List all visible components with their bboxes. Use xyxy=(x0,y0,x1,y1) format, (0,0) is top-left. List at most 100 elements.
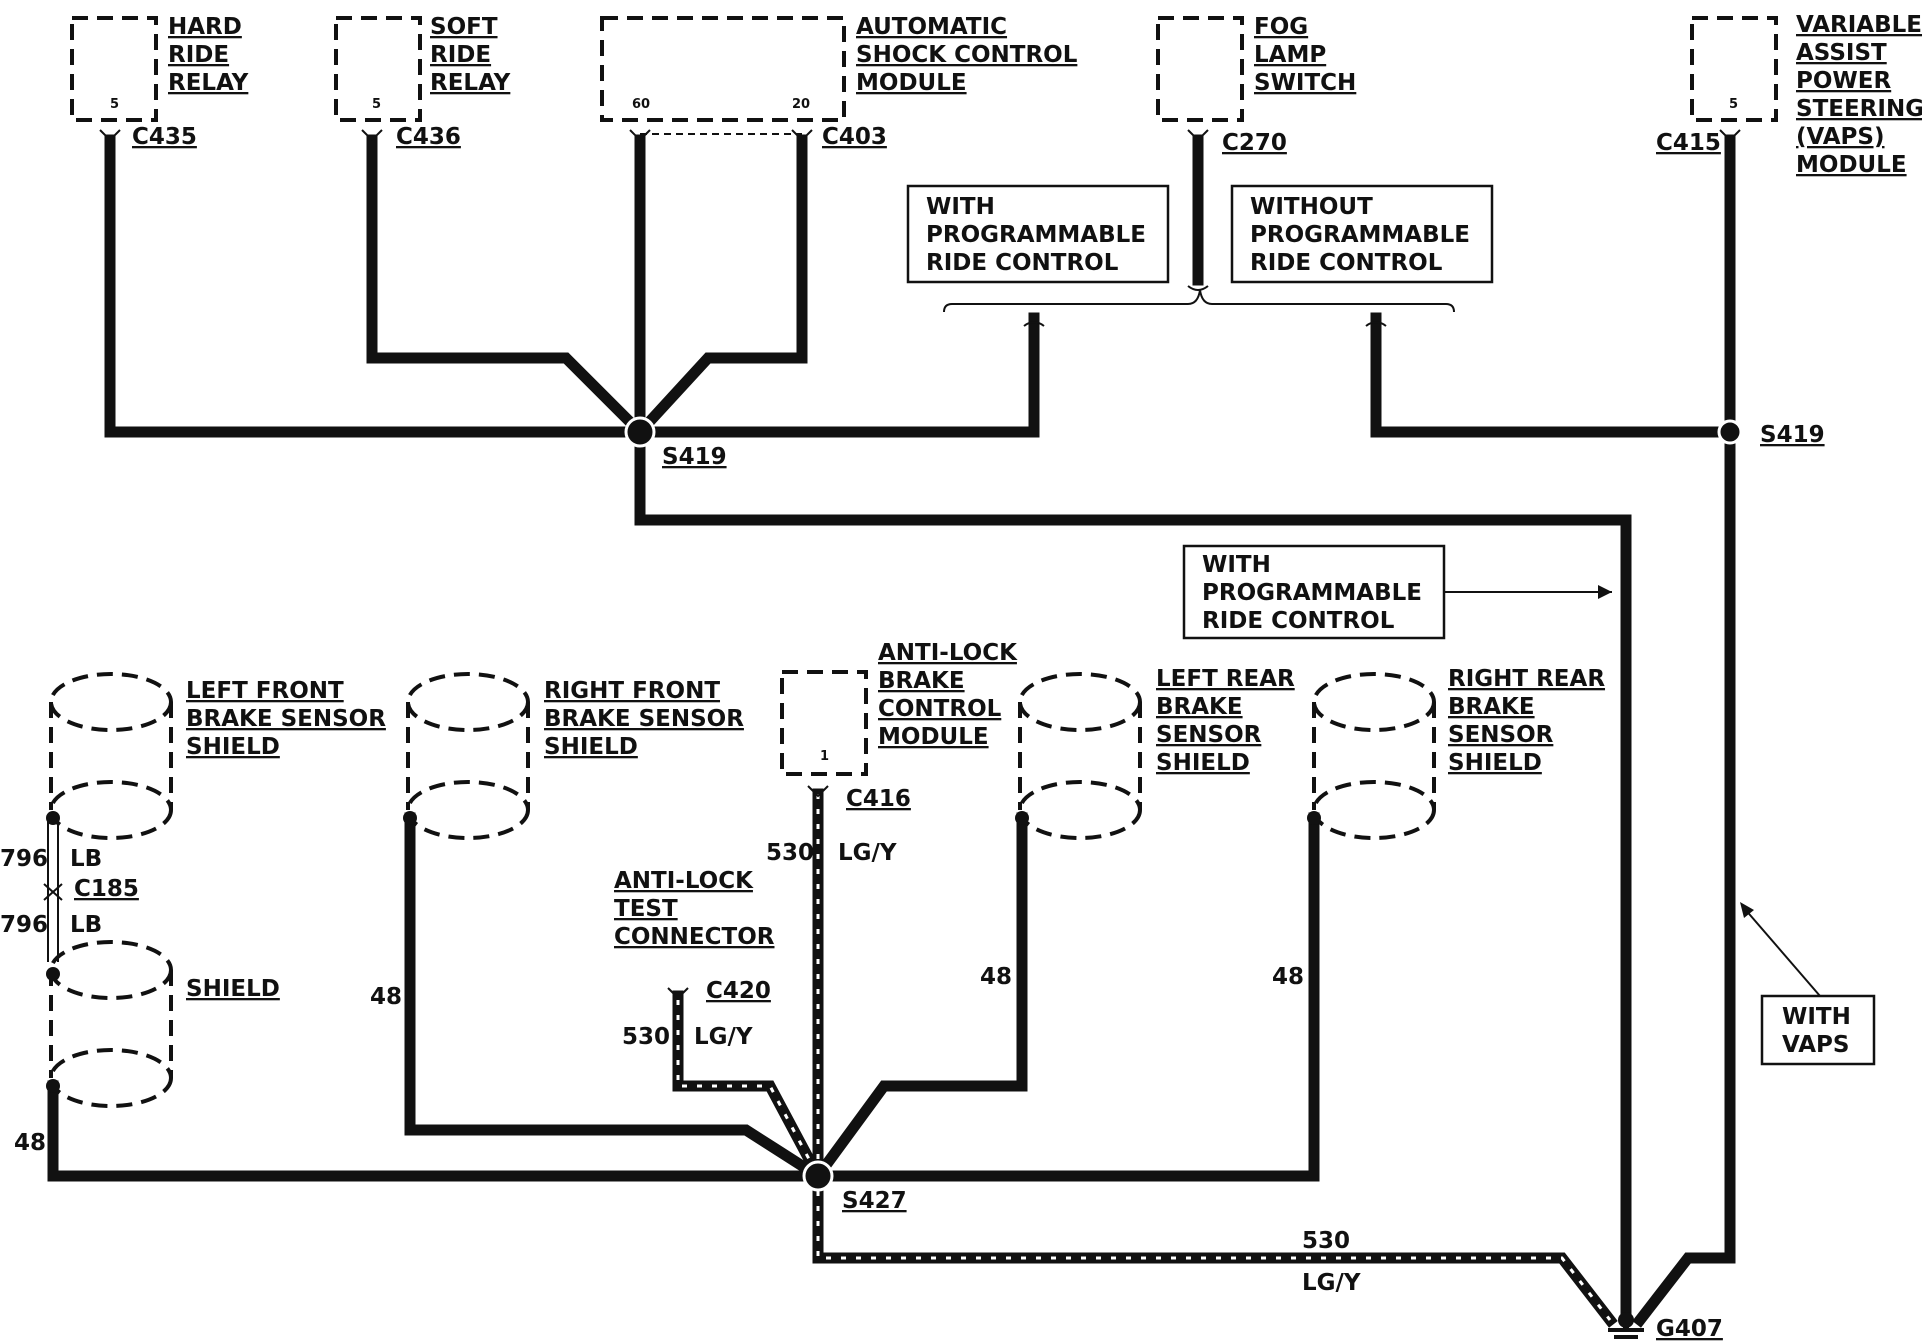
svg-text:CONNECTOR: CONNECTOR xyxy=(614,924,775,950)
svg-text:ANTI-LOCK: ANTI-LOCK xyxy=(614,868,754,894)
svg-text:RIDE CONTROL: RIDE CONTROL xyxy=(1250,250,1443,276)
svg-text:ANTI-LOCK: ANTI-LOCK xyxy=(878,640,1018,666)
svg-text:48: 48 xyxy=(980,964,1012,990)
svg-text:SHIELD: SHIELD xyxy=(1448,750,1542,776)
svg-text:48: 48 xyxy=(370,984,402,1010)
splice-s427: S427 xyxy=(802,1160,907,1214)
ground-g407: G407 xyxy=(1608,1312,1723,1342)
lr-brake-sensor-shield: LEFT REAR BRAKE SENSOR SHIELD xyxy=(1018,666,1295,840)
svg-text:SWITCH: SWITCH xyxy=(1254,70,1356,96)
svg-text:HARD: HARD xyxy=(168,14,242,40)
svg-text:WITH: WITH xyxy=(926,194,995,220)
note-with-programmable-mid: WITH PROGRAMMABLE RIDE CONTROL xyxy=(1182,544,1612,640)
wire-labels: 796 LB C185 796 LB 48 48 48 48 530 LG/Y … xyxy=(0,840,1361,1296)
svg-text:POWER: POWER xyxy=(1796,68,1891,94)
svg-text:BRAKE SENSOR: BRAKE SENSOR xyxy=(544,706,744,732)
svg-text:G407: G407 xyxy=(1656,1316,1723,1342)
connector-c435-label: C435 xyxy=(132,124,197,150)
svg-text:(VAPS): (VAPS) xyxy=(1796,124,1885,150)
svg-text:RIDE CONTROL: RIDE CONTROL xyxy=(1202,608,1395,634)
svg-text:SHOCK CONTROL: SHOCK CONTROL xyxy=(856,42,1078,68)
svg-text:796: 796 xyxy=(0,912,48,938)
svg-text:BRAKE: BRAKE xyxy=(1156,694,1243,720)
svg-text:SENSOR: SENSOR xyxy=(1156,722,1262,748)
svg-text:AUTOMATIC: AUTOMATIC xyxy=(856,14,1007,40)
svg-text:MODULE: MODULE xyxy=(856,70,967,96)
svg-text:BRAKE SENSOR: BRAKE SENSOR xyxy=(186,706,386,732)
lower-wiring xyxy=(43,785,1618,1328)
svg-text:BRAKE: BRAKE xyxy=(878,668,965,694)
svg-text:SENSOR: SENSOR xyxy=(1448,722,1554,748)
svg-text:PROGRAMMABLE: PROGRAMMABLE xyxy=(1250,222,1470,248)
svg-text:WITH: WITH xyxy=(1202,552,1271,578)
svg-text:STEERING: STEERING xyxy=(1796,96,1922,122)
connector-forks xyxy=(99,129,1741,327)
connector-c416-label: C416 xyxy=(846,786,911,812)
svg-text:CONTROL: CONTROL xyxy=(878,696,1002,722)
svg-text:LG/Y: LG/Y xyxy=(694,1024,753,1050)
svg-text:LEFT REAR: LEFT REAR xyxy=(1156,666,1295,692)
svg-text:LB: LB xyxy=(70,846,102,872)
svg-text:RELAY: RELAY xyxy=(430,70,511,96)
svg-text:SHIELD: SHIELD xyxy=(186,734,280,760)
svg-text:SHIELD: SHIELD xyxy=(544,734,638,760)
svg-text:VARIABLE: VARIABLE xyxy=(1796,12,1922,38)
automatic-shock-control-module: 60 20 AUTOMATIC SHOCK CONTROL MODULE C40… xyxy=(600,14,1078,150)
svg-text:48: 48 xyxy=(1272,964,1304,990)
note-without-programmable: WITHOUT PROGRAMMABLE RIDE CONTROL xyxy=(1230,184,1494,284)
connector-c415-label: C415 xyxy=(1656,130,1721,156)
svg-text:S419: S419 xyxy=(1760,422,1825,448)
note-with-programmable-top: WITH PROGRAMMABLE RIDE CONTROL xyxy=(906,184,1170,284)
svg-text:RIDE CONTROL: RIDE CONTROL xyxy=(926,250,1119,276)
svg-text:ASSIST: ASSIST xyxy=(1796,40,1887,66)
hard-ride-relay: 5 HARD RIDE RELAY C435 xyxy=(70,14,249,150)
svg-text:48: 48 xyxy=(14,1130,46,1156)
svg-text:5: 5 xyxy=(110,97,119,112)
svg-text:BRAKE: BRAKE xyxy=(1448,694,1535,720)
fog-lamp-switch: FOG LAMP SWITCH C270 xyxy=(1156,14,1356,156)
svg-text:530: 530 xyxy=(766,840,814,866)
svg-text:WITHOUT: WITHOUT xyxy=(1250,194,1373,220)
svg-text:5: 5 xyxy=(372,97,381,112)
svg-text:796: 796 xyxy=(0,846,48,872)
svg-text:TEST: TEST xyxy=(614,896,678,922)
splice-s419-right: S419 xyxy=(1717,419,1825,448)
svg-text:RIDE: RIDE xyxy=(430,42,491,68)
svg-text:FOG: FOG xyxy=(1254,14,1308,40)
svg-text:60: 60 xyxy=(632,97,650,112)
svg-text:VAPS: VAPS xyxy=(1782,1032,1849,1058)
svg-text:LEFT FRONT: LEFT FRONT xyxy=(186,678,344,704)
svg-text:20: 20 xyxy=(792,97,810,112)
svg-text:530: 530 xyxy=(1302,1228,1350,1254)
svg-text:RIGHT FRONT: RIGHT FRONT xyxy=(544,678,720,704)
svg-text:RIDE: RIDE xyxy=(168,42,229,68)
note-with-vaps: WITH VAPS xyxy=(1740,902,1876,1066)
connector-c270-label: C270 xyxy=(1222,130,1287,156)
connector-c420-label: C420 xyxy=(706,978,771,1004)
rf-brake-sensor-shield: RIGHT FRONT BRAKE SENSOR SHIELD xyxy=(406,672,744,840)
rr-brake-sensor-shield: RIGHT REAR BRAKE SENSOR SHIELD xyxy=(1312,666,1605,840)
svg-text:5: 5 xyxy=(1729,97,1738,112)
svg-text:PROGRAMMABLE: PROGRAMMABLE xyxy=(1202,580,1422,606)
connector-c436-label: C436 xyxy=(396,124,461,150)
svg-text:SHIELD: SHIELD xyxy=(1156,750,1250,776)
svg-text:LG/Y: LG/Y xyxy=(1302,1270,1361,1296)
svg-text:PROGRAMMABLE: PROGRAMMABLE xyxy=(926,222,1146,248)
anti-lock-test-connector: ANTI-LOCK TEST CONNECTOR C420 xyxy=(614,868,775,1004)
svg-text:LAMP: LAMP xyxy=(1254,42,1326,68)
svg-text:SOFT: SOFT xyxy=(430,14,498,40)
top-wiring xyxy=(104,134,1736,1328)
svg-text:MODULE: MODULE xyxy=(1796,152,1907,178)
svg-text:LG/Y: LG/Y xyxy=(838,840,897,866)
svg-text:RIGHT REAR: RIGHT REAR xyxy=(1448,666,1605,692)
svg-text:RELAY: RELAY xyxy=(168,70,249,96)
svg-text:S419: S419 xyxy=(662,444,727,470)
vaps-module: 5 VARIABLE ASSIST POWER STEERING (VAPS) … xyxy=(1656,12,1922,178)
svg-text:1: 1 xyxy=(820,749,829,764)
svg-text:530: 530 xyxy=(622,1024,670,1050)
svg-text:MODULE: MODULE xyxy=(878,724,989,750)
soft-ride-relay: 5 SOFT RIDE RELAY C436 xyxy=(334,14,511,150)
option-brace xyxy=(943,289,1455,313)
anti-lock-brake-control-module: 1 ANTI-LOCK BRAKE CONTROL MODULE C416 xyxy=(780,640,1018,812)
